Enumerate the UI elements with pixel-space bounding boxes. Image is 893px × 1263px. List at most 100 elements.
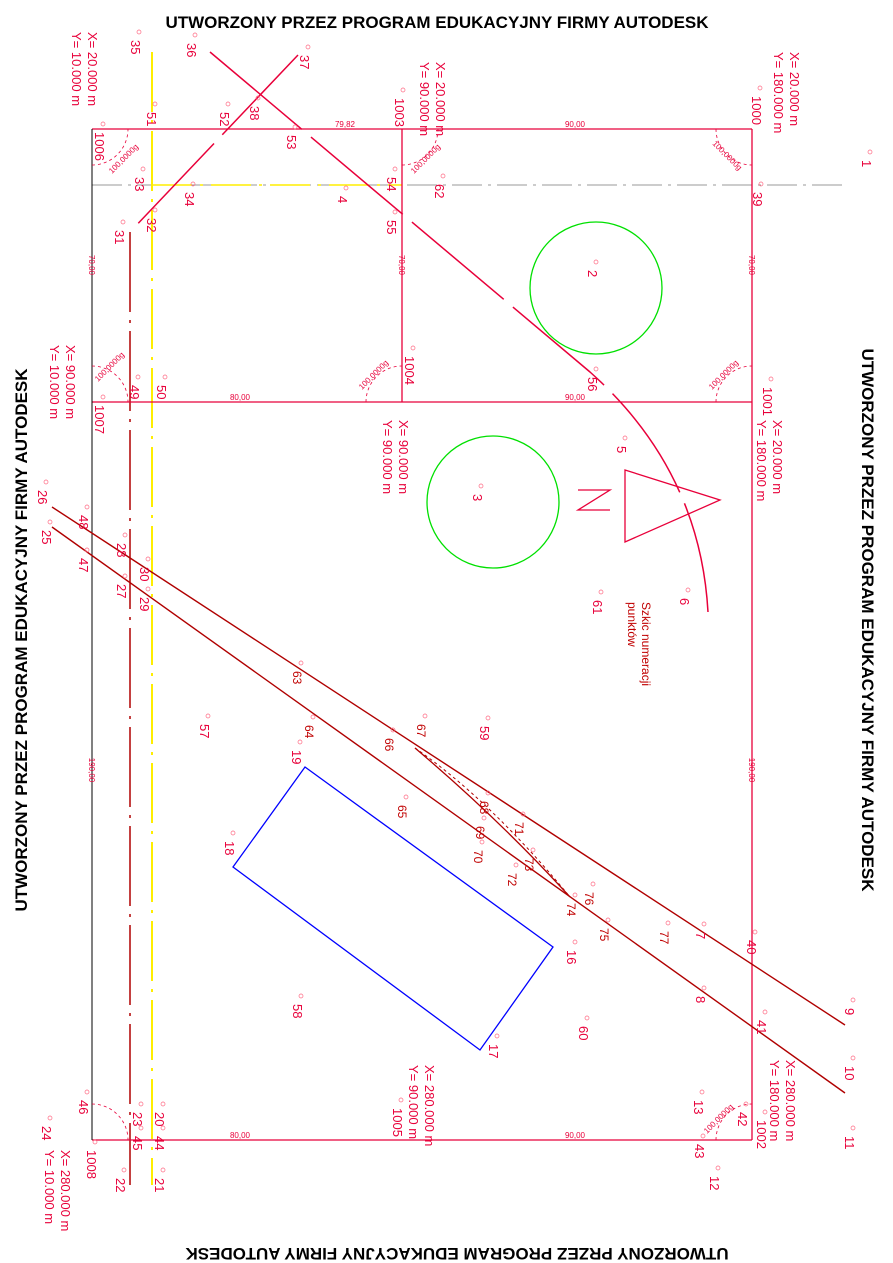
point-label-19: 19 [289, 750, 304, 764]
track-branch-2 [414, 747, 571, 898]
point-marker [593, 366, 599, 372]
point-marker [752, 929, 758, 935]
point-marker [225, 101, 231, 107]
point-label-1002: 1002 [754, 1120, 769, 1149]
point-label-1001: 1001 [760, 387, 775, 416]
point-marker [403, 794, 409, 800]
point-marker [701, 985, 707, 991]
point-label-73: 73 [522, 858, 536, 872]
coordinate-y: Y= 90.000 m [417, 62, 432, 136]
point-label-6: 6 [677, 598, 692, 605]
track-branch [414, 747, 571, 898]
coordinate-x: X= 20.000 m [433, 62, 448, 136]
point-label-34: 34 [182, 192, 197, 206]
coordinate-y: Y= 180.000 m [771, 52, 786, 133]
point-label-28: 28 [114, 543, 129, 557]
point-marker [700, 1133, 706, 1139]
point-label-1003: 1003 [392, 98, 407, 127]
point-marker [84, 504, 90, 510]
point-marker [850, 1125, 856, 1131]
point-label-48: 48 [76, 515, 91, 529]
point-label-26: 26 [35, 490, 50, 504]
title-top: UTWORZONY PRZEZ PROGRAM EDUKACYJNY FIRMY… [165, 13, 709, 32]
green-circle-2 [529, 221, 663, 355]
point-label-66: 66 [382, 738, 396, 752]
point-marker [100, 394, 106, 400]
point-label-70: 70 [471, 850, 485, 864]
point-label-46: 46 [76, 1100, 91, 1114]
sketch-note-line2: punktów [625, 602, 639, 647]
track-line-b [51, 526, 846, 1094]
point-label-10: 10 [842, 1066, 857, 1080]
dimension-label: 70,00 [397, 255, 406, 276]
point-label-9: 9 [842, 1008, 857, 1015]
point-marker [92, 1139, 98, 1145]
title-right: UTWORZONY PRZEZ PROGRAM EDUKACYJNY FIRMY… [858, 348, 877, 892]
point-marker [160, 1101, 166, 1107]
point-label-62: 62 [432, 184, 447, 198]
point-marker [410, 345, 416, 351]
point-label-47: 47 [76, 558, 91, 572]
point-marker [192, 32, 198, 38]
title-bottom: UTWORZONY PRZEZ PROGRAM EDUKACYJNY FIRMY… [185, 1244, 729, 1263]
point-marker [122, 573, 128, 579]
point-label-23: 23 [130, 1112, 145, 1126]
dimension-label: 70,00 [87, 255, 96, 276]
point-label-1: 1 [859, 160, 874, 167]
point-marker [572, 892, 578, 898]
coordinate-y: Y= 10.000 m [42, 1150, 57, 1224]
dimension-label: 190,00 [747, 758, 756, 783]
coordinate-x: X= 20.000 m [770, 420, 785, 494]
angle-label: 100,0000g [711, 139, 744, 172]
point-label-11: 11 [842, 1136, 857, 1150]
coordinate-x: X= 280.000 m [422, 1065, 437, 1146]
point-label-2: 2 [585, 270, 600, 277]
point-marker [398, 1097, 404, 1103]
coordinate-y: Y= 90.000 m [406, 1065, 421, 1139]
coordinate-y: Y= 90.000 m [380, 420, 395, 494]
coordinate-x: X= 90.000 m [63, 345, 78, 419]
point-marker [850, 997, 856, 1003]
sketch-note-line1: Szkic numeracji [639, 602, 653, 686]
point-marker [310, 714, 316, 720]
angle-label: 100,0000g [409, 142, 442, 175]
point-marker [485, 715, 491, 721]
point-label-1006: 1006 [92, 132, 107, 161]
point-marker [298, 993, 304, 999]
point-label-5: 5 [614, 446, 629, 453]
point-marker [762, 1009, 768, 1015]
point-marker [47, 1115, 53, 1121]
point-label-67: 67 [414, 724, 428, 738]
point-label-43: 43 [692, 1144, 707, 1158]
angle-label: 100,0000g [702, 1102, 735, 1135]
point-label-77: 77 [657, 931, 671, 945]
point-label-18: 18 [222, 841, 237, 855]
dimension-label: 90,00 [565, 1131, 586, 1140]
point-label-8: 8 [693, 996, 708, 1003]
point-marker [699, 1089, 705, 1095]
point-marker [584, 1015, 590, 1021]
point-marker [135, 374, 141, 380]
point-marker [138, 1101, 144, 1107]
building-outline [232, 766, 554, 1051]
point-label-37: 37 [297, 55, 312, 69]
coordinate-x: X= 280.000 m [58, 1150, 73, 1231]
point-label-38: 38 [247, 106, 262, 120]
point-label-1004: 1004 [402, 356, 417, 385]
point-label-25: 25 [39, 530, 54, 544]
angle-arcs [91, 128, 753, 1141]
coordinate-x: X= 20.000 m [787, 52, 802, 126]
point-labels: 1234567891011121316171819202122232425262… [35, 29, 874, 1192]
point-marker [305, 44, 311, 50]
point-marker [867, 149, 873, 155]
point-label-3: 3 [470, 494, 485, 501]
point-label-65: 65 [395, 805, 409, 819]
point-marker [850, 1055, 856, 1061]
point-label-54: 54 [384, 177, 399, 191]
point-marker [665, 920, 671, 926]
point-label-44: 44 [152, 1136, 167, 1150]
